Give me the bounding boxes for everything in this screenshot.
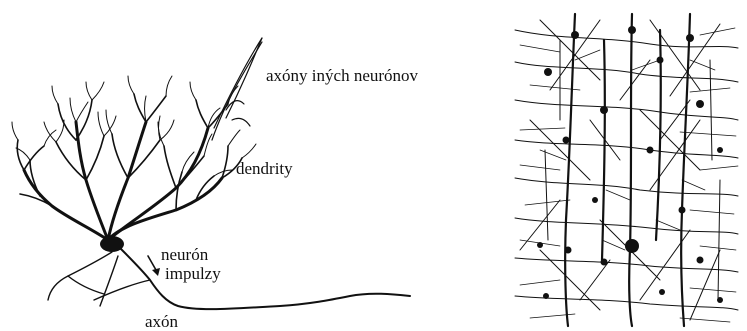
label-axon: axón bbox=[145, 313, 178, 331]
label-axons-other-neurons: axóny iných neurónov bbox=[266, 67, 418, 85]
label-impulses: impulzy bbox=[165, 265, 221, 283]
label-dendrites: dendrity bbox=[236, 160, 293, 178]
label-neuron: neurón bbox=[161, 246, 208, 264]
